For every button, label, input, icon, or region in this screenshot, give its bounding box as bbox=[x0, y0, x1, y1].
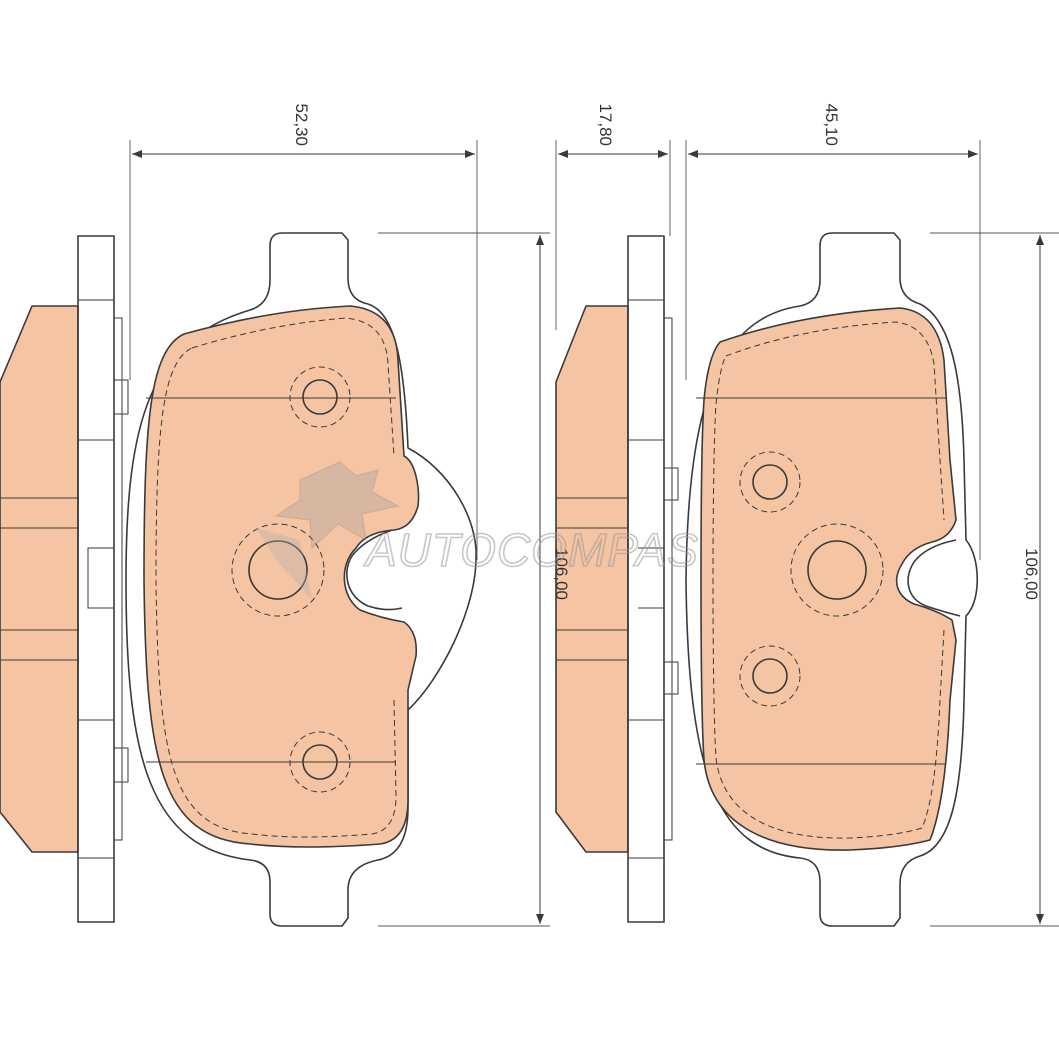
left-wear-limit-line bbox=[155, 317, 397, 838]
left-centre-hole bbox=[231, 523, 325, 617]
right-side-backing-plate bbox=[627, 235, 665, 923]
dimension-left-width: 52,30 bbox=[129, 103, 478, 560]
left-friction-material bbox=[143, 305, 420, 848]
dimension-right-width: 45,10 bbox=[685, 103, 981, 560]
right-pad-front-view bbox=[685, 232, 979, 927]
right-upper-hole bbox=[739, 451, 801, 513]
right-lower-hole bbox=[739, 645, 801, 707]
autocompas-logo-icon bbox=[256, 461, 400, 600]
watermark-text: AUTOCOMPAS bbox=[363, 524, 699, 576]
left-side-friction-material bbox=[0, 305, 79, 853]
right-backing-plate-outline bbox=[685, 232, 979, 927]
dimension-left-width-label: 52,30 bbox=[292, 103, 311, 146]
dimension-thickness-label: 17,80 bbox=[596, 103, 615, 146]
watermark: AUTOCOMPAS bbox=[256, 461, 699, 600]
dimension-thickness: 17,80 bbox=[555, 103, 671, 330]
dimension-left-height: 106,00 bbox=[378, 232, 571, 927]
right-friction-material bbox=[700, 307, 957, 851]
left-side-backing-plate bbox=[77, 235, 115, 923]
dimension-left-height-label: 106,00 bbox=[552, 548, 571, 600]
left-upper-hole bbox=[289, 366, 351, 428]
left-pad-front-view bbox=[125, 232, 477, 927]
left-centre-notch bbox=[346, 529, 403, 611]
right-wear-limit-line bbox=[712, 321, 945, 839]
dimension-right-height-label: 106,00 bbox=[1022, 548, 1041, 600]
left-pad-side-view bbox=[0, 235, 129, 923]
left-lower-hole bbox=[289, 731, 351, 793]
right-pad-side-view bbox=[555, 235, 679, 923]
dimension-right-width-label: 45,10 bbox=[822, 103, 841, 146]
dimension-right-height: 106,00 bbox=[930, 232, 1059, 927]
right-centre-notch bbox=[907, 539, 961, 617]
right-centre-hole bbox=[790, 523, 884, 617]
